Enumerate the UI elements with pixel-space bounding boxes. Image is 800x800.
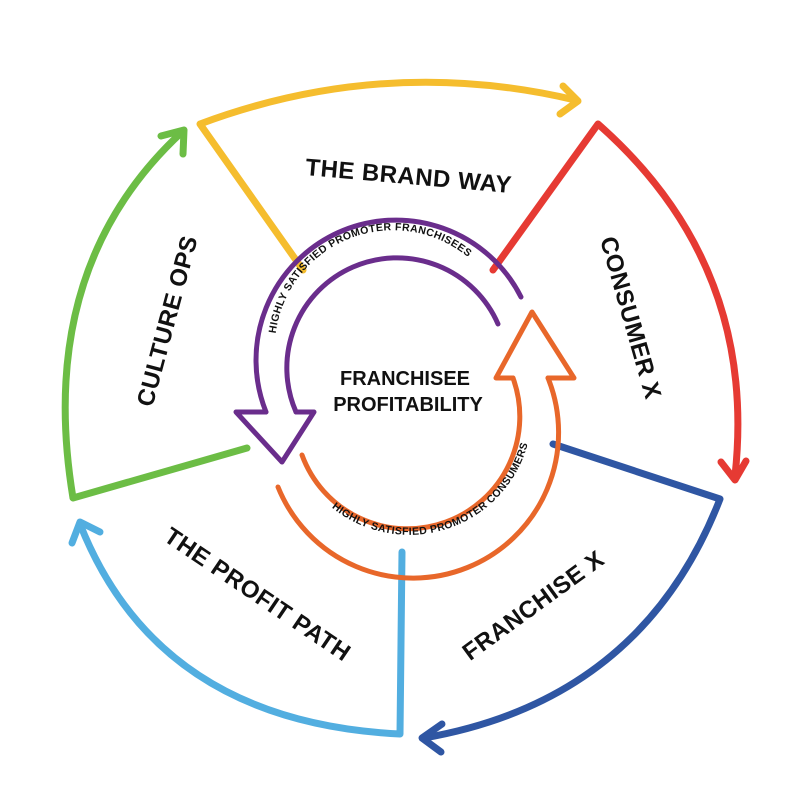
franchisees-cycle-arrow: HIGHLY SATISFIED PROMOTER FRANCHISEES (233, 217, 524, 465)
franchise-x-arrow-icon (418, 720, 446, 756)
profit-path-outline (76, 520, 406, 738)
consumer-x-outline (489, 120, 742, 480)
brand-way-label: THE BRAND WAY (304, 154, 513, 199)
consumers-ring-label: HIGHLY SATISFIED PROMOTER CONSUMERS (330, 441, 531, 538)
segment-consumer-x: CONSUMER X (489, 120, 750, 484)
brand-way-outline (196, 78, 579, 274)
consumers-ring-text: HIGHLY SATISFIED PROMOTER CONSUMERS (330, 441, 531, 538)
segment-culture-ops: CULTURE OPS (61, 126, 251, 502)
franchisees-arrow-inner-arc (284, 255, 501, 415)
franchisees-arrow-outer-arc (253, 217, 524, 415)
culture-ops-arrow-icon (157, 126, 188, 158)
franchise-x-outline (420, 440, 724, 742)
franchisees-arrowhead-icon (233, 409, 317, 465)
center-title-line-1: FRANCHISEE (340, 368, 470, 390)
segment-brand-way: THE BRAND WAY (196, 78, 582, 274)
profit-path-arrow-icon (68, 518, 104, 547)
brand-way-arrow-icon (556, 82, 582, 118)
center-title: FRANCHISEE PROFITABILITY (333, 368, 483, 416)
culture-ops-label: CULTURE OPS (132, 233, 204, 410)
consumer-x-label: CONSUMER X (594, 234, 666, 403)
consumers-cycle-arrow: HIGHLY SATISFIED PROMOTER CONSUMERS (275, 309, 577, 581)
center-title-line-2: PROFITABILITY (333, 394, 483, 416)
segment-franchise-x: FRANCHISE X (418, 440, 724, 756)
profit-path-label: THE PROFIT PATH (159, 522, 355, 667)
consumer-x-arrow-icon (717, 457, 750, 484)
culture-ops-outline (61, 128, 251, 502)
consumers-arrow-inner-arc (299, 375, 523, 532)
consumers-arrow-outer-arc (275, 375, 562, 581)
segment-profit-path: THE PROFIT PATH (68, 518, 406, 738)
consumers-arrowhead-icon (493, 309, 577, 381)
